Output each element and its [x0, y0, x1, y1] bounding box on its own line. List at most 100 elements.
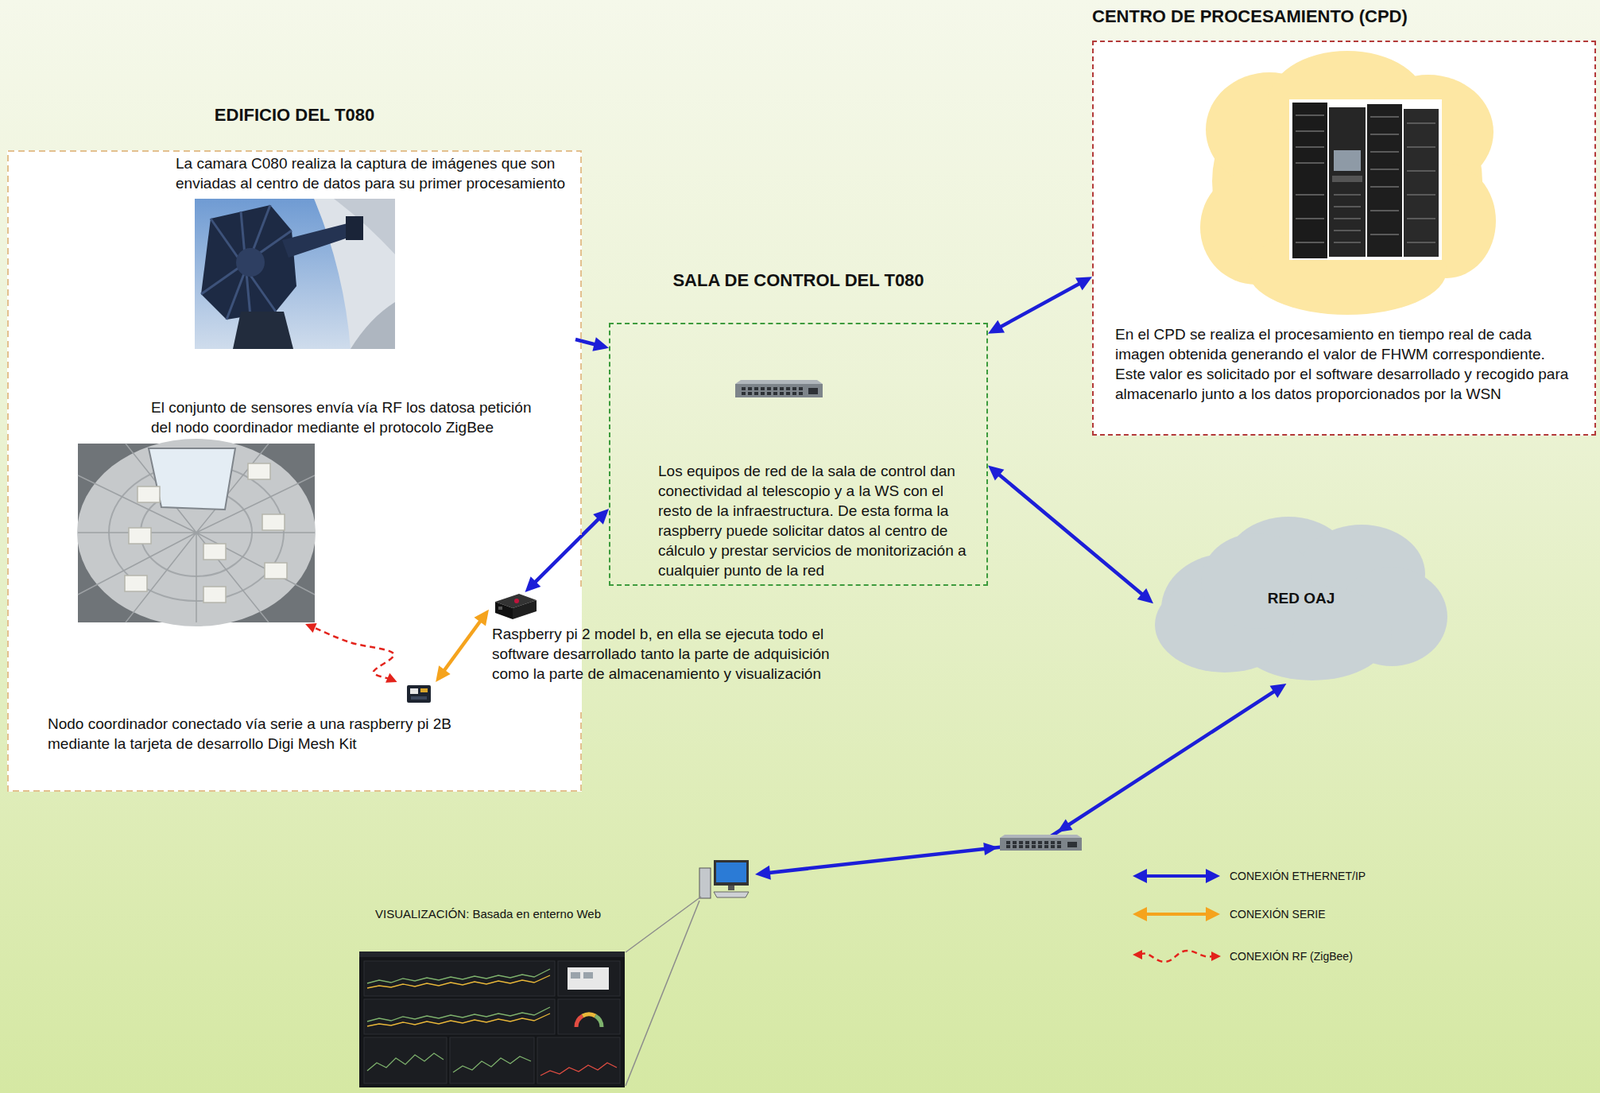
network-switch [1050, 840, 1055, 845]
network-switch [808, 387, 818, 395]
network-switch [1057, 844, 1062, 849]
cpd-cloud [1205, 72, 1333, 187]
dome-photo [77, 443, 315, 623]
server-racks [1289, 99, 1442, 260]
network-switch [779, 391, 784, 396]
network-switch [999, 834, 1082, 851]
dashboard-screenshot [367, 1013, 551, 1027]
dashboard-screenshot [359, 951, 625, 1088]
network-switch [741, 387, 746, 391]
dome-photo [124, 575, 148, 592]
text-slot: La camara C080 realiza la captura de imá… [175, 153, 576, 194]
network-switch [747, 387, 752, 391]
connector-line [441, 617, 483, 674]
network-switch [1031, 840, 1036, 845]
arrow-head [987, 464, 1004, 481]
network-switch [741, 387, 818, 396]
legend-text: CONEXIÓN ETHERNET/IP [1229, 867, 1366, 884]
dashboard-screenshot [557, 960, 620, 996]
connector [525, 508, 610, 593]
server-racks [1292, 102, 1328, 259]
dashboard-screenshot [540, 1062, 617, 1076]
server-racks [1367, 104, 1403, 257]
network-switch [786, 387, 791, 391]
legend-sample-rf [1132, 949, 1221, 962]
network-switch [741, 391, 746, 396]
network-switch [798, 387, 803, 391]
cpd-cloud [1363, 74, 1494, 190]
region-note: En el CPD se realiza el procesamiento en… [1115, 324, 1573, 404]
telescope-photo [282, 222, 356, 258]
text-slot: EDIFICIO DEL T080 [7, 104, 582, 125]
server-racks [1333, 194, 1361, 243]
building-region: EDIFICIO DEL T080 La camara C080 realiza … [7, 101, 582, 792]
node-text: Nodo coordinador conectado vía serie a u… [47, 713, 477, 754]
dome-photo [262, 514, 285, 531]
telescope-photo [236, 247, 265, 277]
dashboard-screenshot [576, 1015, 583, 1027]
legend-sample-ethernet [1132, 868, 1221, 884]
dashboard-screenshot [367, 1053, 444, 1071]
region-note: Los equipos de red de la sala de control… [658, 461, 977, 581]
text-slot: SALA DE CONTROL DEL T080 [608, 270, 988, 291]
cloud-shape [1200, 533, 1313, 629]
dome-photo [77, 438, 316, 627]
dashboard-screenshot [537, 1037, 620, 1084]
cpd-cloud [1267, 50, 1427, 156]
network-switch [754, 391, 759, 396]
dome-photo [108, 464, 284, 601]
dashboard-screenshot [567, 967, 609, 990]
network-switch [1006, 840, 1077, 849]
connector-line [765, 689, 1278, 873]
network-switch [999, 834, 1082, 838]
region-heading: CENTRO DE PROCESAMIENTO (CPD) [1092, 6, 1585, 27]
dome-photo [148, 448, 236, 510]
server-racks [1295, 115, 1325, 243]
dome-photo [140, 488, 252, 577]
dome-photo [124, 463, 287, 603]
connector-line [575, 339, 599, 345]
network-switch [773, 391, 778, 396]
node-text: La camara C080 realiza la captura de imá… [175, 153, 576, 194]
dashboard-screenshot [364, 960, 620, 1084]
cpd-cloud [1212, 61, 1483, 301]
legend-sample-rf [1132, 949, 1143, 960]
legend-sample-serial [1205, 906, 1221, 922]
dashboard-screenshot [595, 1015, 602, 1027]
region-outline [7, 150, 582, 792]
network-switch [1018, 844, 1023, 849]
telescope-photo [194, 198, 396, 349]
network-switch [1044, 840, 1049, 845]
network-switch [999, 837, 1082, 851]
arrow-head [592, 337, 609, 351]
telescope-photo [345, 216, 364, 241]
legend-text: CONEXIÓN RF (ZigBee) [1229, 948, 1353, 965]
dashboard-screenshot [364, 999, 555, 1035]
dashboard-screenshot [367, 975, 551, 988]
server-racks [1406, 123, 1436, 243]
arrow-head [1075, 276, 1093, 291]
legend-sample-ethernet [1132, 868, 1147, 884]
network-switch [1044, 844, 1049, 849]
connector-line [532, 515, 602, 585]
pc-icon [699, 867, 711, 899]
server-racks [1370, 116, 1399, 235]
text-slot: CONEXIÓN SERIE [1229, 906, 1326, 923]
cpd-cloud [1397, 163, 1496, 279]
server-racks [1332, 175, 1363, 183]
leader-line [625, 900, 700, 1086]
dashboard-screenshot [453, 1056, 531, 1073]
arrow-head [983, 842, 999, 856]
raspberry-icon [495, 593, 537, 609]
server-racks [1295, 115, 1436, 243]
network-switch [1025, 844, 1030, 849]
sensor-group: El conjunto de sensores envía vía RF los… [75, 395, 545, 624]
arrow-head [525, 576, 542, 593]
network-switch [786, 391, 791, 396]
telescope-photo [201, 205, 297, 320]
visualization-group: VISUALIZACIÓN: Basada en enterno Web [357, 856, 756, 1089]
dome-photo [128, 527, 152, 544]
connector [755, 683, 1287, 880]
text-slot: CONEXIÓN ETHERNET/IP [1229, 867, 1366, 884]
legend-sample-rf [1211, 951, 1221, 961]
